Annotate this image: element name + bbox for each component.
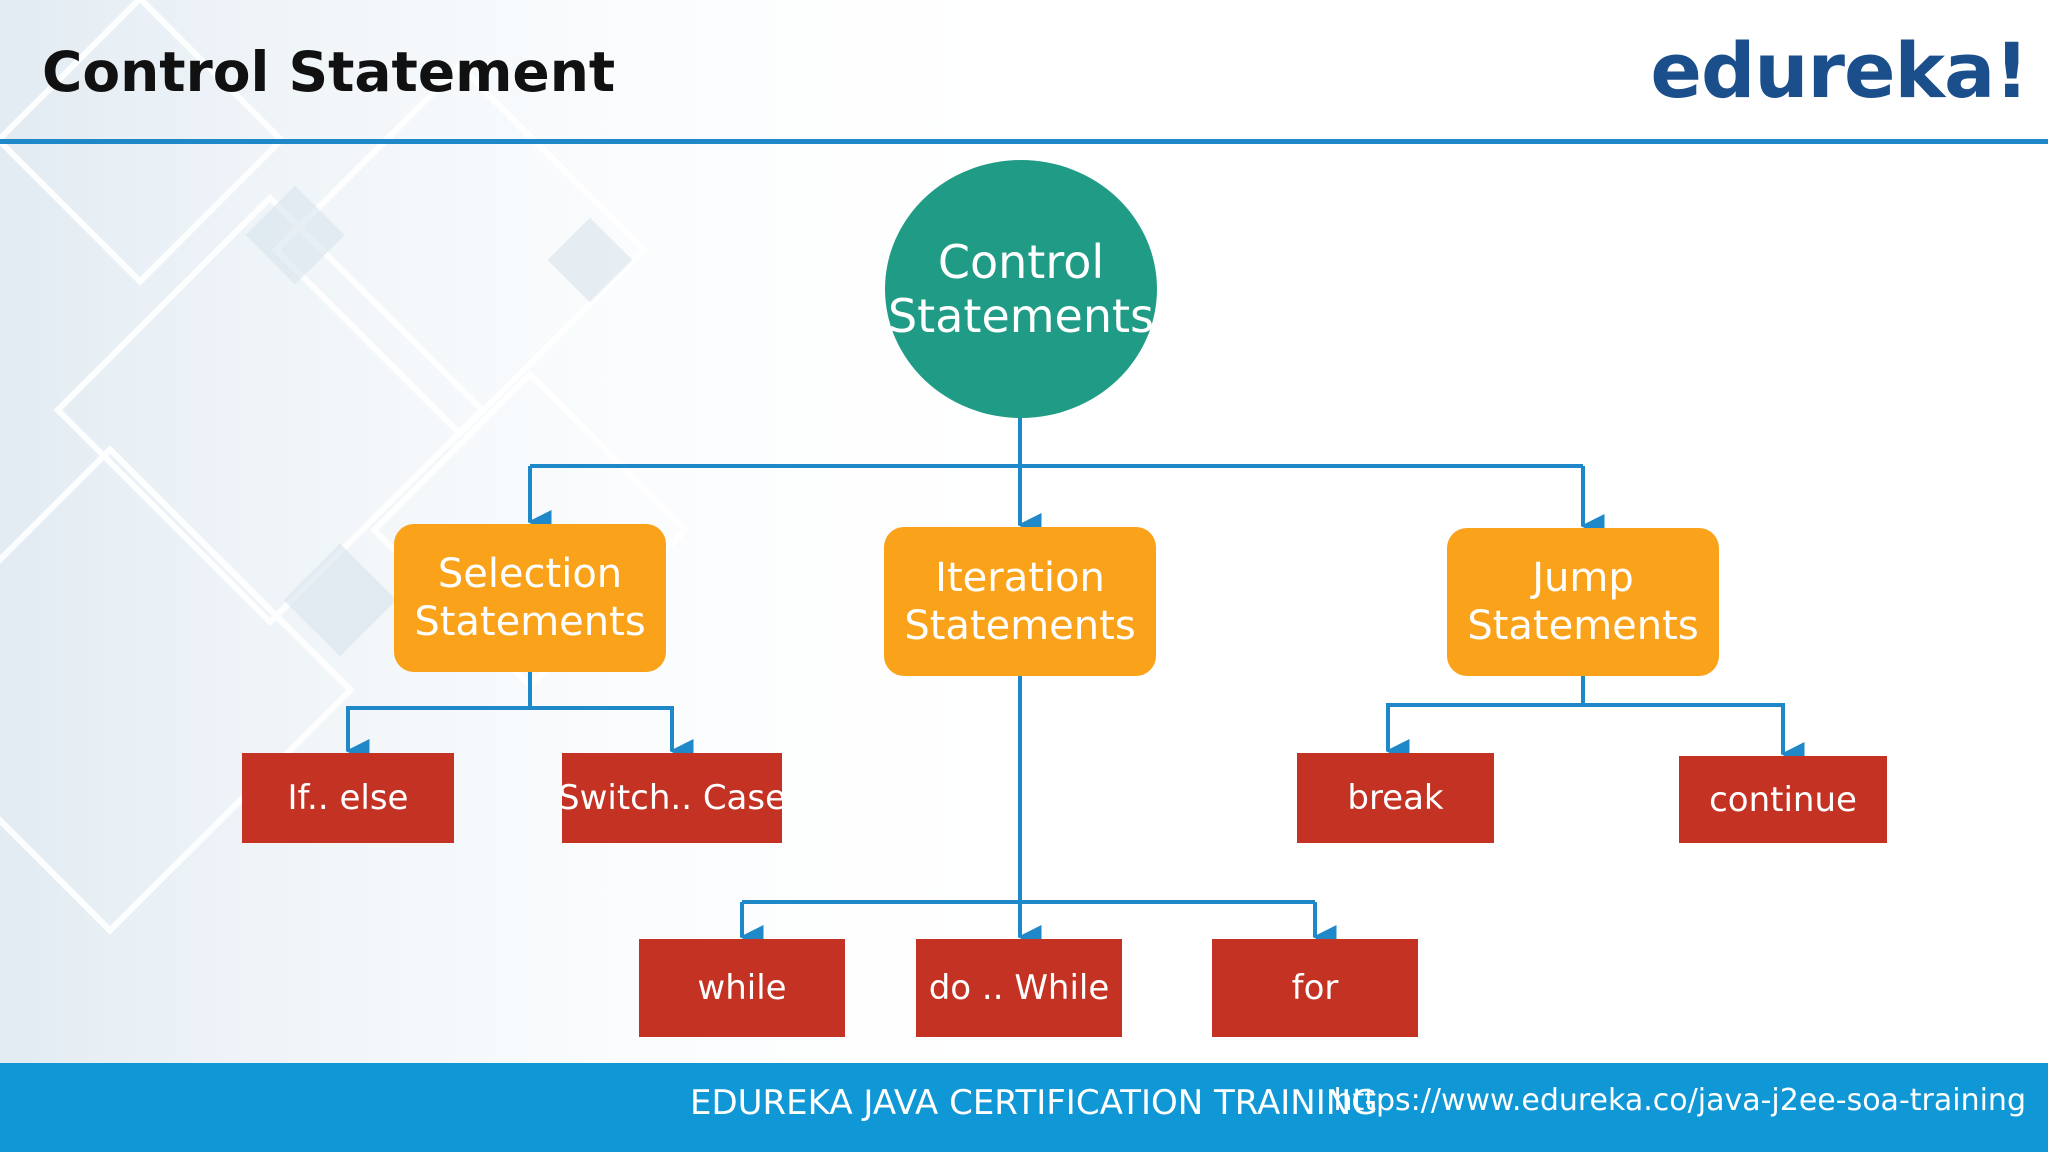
node-continue: continue: [1679, 756, 1887, 843]
connector-to-continue: [1583, 703, 1805, 766]
node-selection-statements: Selection Statements: [394, 524, 666, 672]
connector-to-if-else: [345, 672, 532, 763]
node-iteration-statements: Iteration Statements: [884, 527, 1156, 676]
node-jump-statements: Jump Statements: [1447, 528, 1719, 676]
node-do-while: do .. While: [916, 939, 1122, 1037]
footer-bar: EDUREKA JAVA CERTIFICATION TRAINING http…: [0, 1063, 2048, 1152]
connector-to-switch-case: [530, 706, 694, 763]
node-control-statements: Control Statements: [885, 160, 1157, 418]
node-switch-case: Switch.. Case: [558, 753, 786, 843]
node-while: while: [639, 939, 845, 1037]
node-for: for: [1212, 939, 1418, 1037]
node-if-else: If.. else: [242, 753, 454, 843]
footer-course-title: EDUREKA JAVA CERTIFICATION TRAINING: [690, 1083, 1378, 1123]
edureka-logo: edureka!: [1650, 26, 2029, 115]
node-break: break: [1297, 753, 1494, 843]
footer-url[interactable]: https://www.edureka.co/java-j2ee-soa-tra…: [1333, 1083, 2026, 1118]
connector-to-break: [1385, 676, 1585, 763]
page-title: Control Statement: [42, 40, 616, 104]
header-divider: [0, 139, 2048, 144]
